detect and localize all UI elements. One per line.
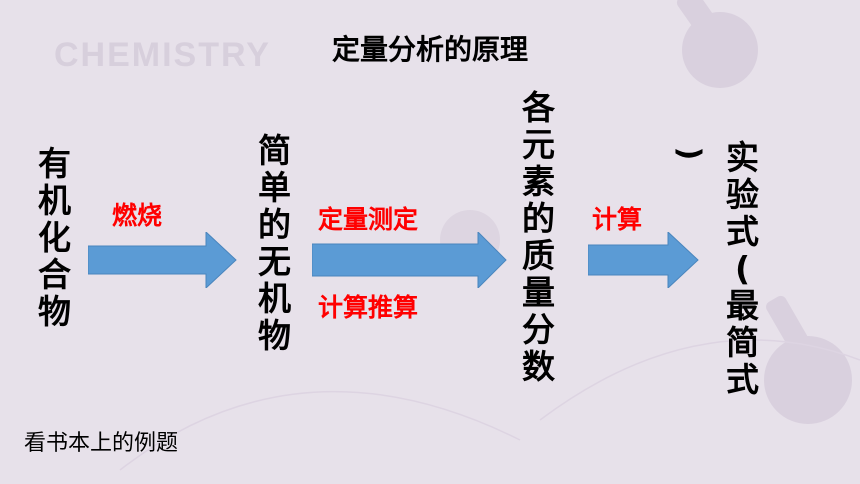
chemistry-watermark: CHEMISTRY [54,36,271,74]
label-calc-infer: 计算推算 [318,293,419,322]
node-organic-compound: 有 机 化 合 物 [38,144,71,331]
label-quantitative-measure: 定量测定 [318,205,419,234]
textbook-example-note: 看书本上的例题 [24,431,179,456]
node-element-mass-fraction: 各 元 素 的 质 量 分 数 [522,88,555,386]
rotated-paren: ) [671,146,707,161]
label-burn: 燃烧 [112,201,163,230]
label-compute: 计算 [592,205,643,234]
node-empirical-formula: 实 验 式 ( 最 简 式 [726,138,759,399]
arrow-measure [312,232,507,288]
page-title: 定量分析的原理 [331,33,528,66]
arrow-burn [88,232,237,288]
arrow-compute [588,232,699,288]
node-simple-inorganic: 简 单 的 无 机 物 [258,131,291,355]
